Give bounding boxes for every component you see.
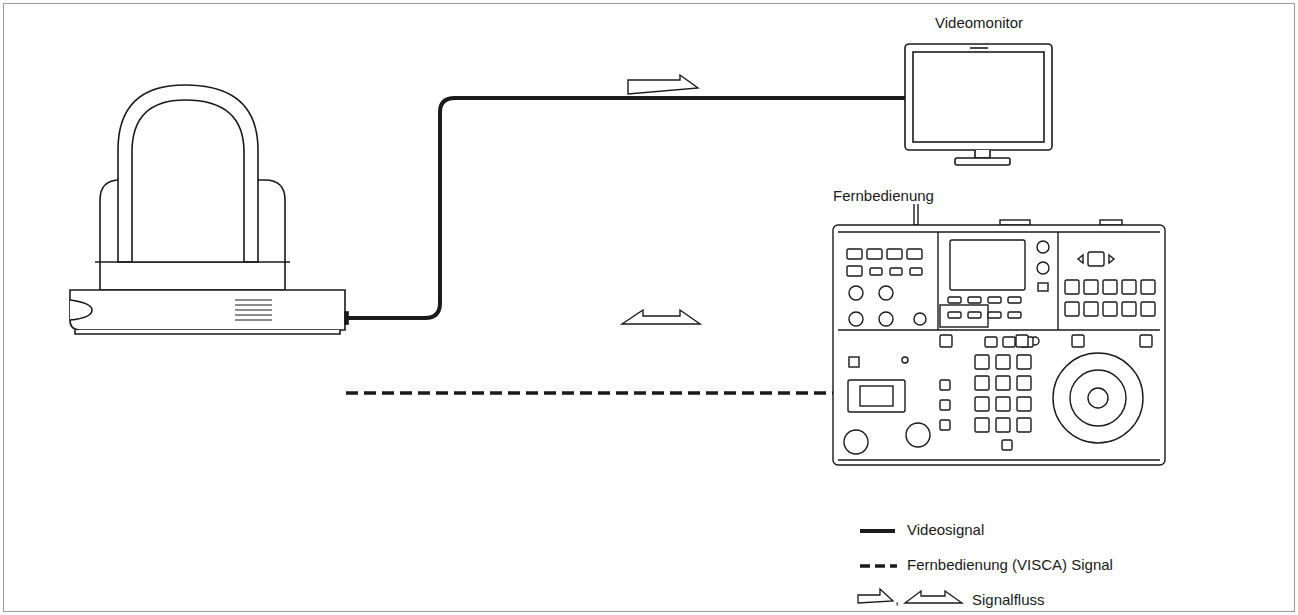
legend-text: Videosignal	[905, 521, 986, 538]
remote-button	[847, 266, 862, 276]
remote-button	[1122, 280, 1136, 294]
legend-flow-arrow	[858, 589, 893, 603]
remote-button	[988, 297, 1001, 303]
remote-button	[1003, 337, 1015, 347]
legend-solid-line	[860, 529, 895, 533]
video-cable	[346, 98, 905, 318]
remote-button	[948, 297, 961, 303]
remote-button	[1016, 335, 1028, 347]
remote-button	[907, 249, 922, 259]
remote-button	[975, 418, 989, 432]
legend-entry: Signalfluss	[970, 591, 1047, 608]
video-monitor: Videomonitor	[903, 42, 1054, 167]
legend-entry: Videosignal	[905, 521, 986, 538]
remote-button	[940, 400, 950, 410]
remote-button	[975, 397, 989, 411]
remote-button	[910, 268, 922, 275]
remote-button	[1017, 418, 1031, 432]
frame	[4, 4, 1295, 612]
remote-button	[988, 312, 1001, 318]
remote-controller: Fernbedienung	[831, 223, 1167, 467]
device-label: Videomonitor	[933, 14, 1025, 31]
remote-button	[985, 337, 997, 347]
remote-button	[1017, 376, 1031, 390]
remote-button	[870, 268, 882, 275]
remote-button	[948, 312, 961, 318]
remote-button	[940, 420, 950, 430]
flow-arrow-both	[622, 310, 700, 324]
remote-button	[887, 249, 902, 259]
remote-button	[890, 268, 902, 275]
remote-button	[996, 397, 1010, 411]
remote-button	[940, 335, 952, 347]
remote-button	[1084, 280, 1098, 294]
remote-button	[968, 312, 981, 318]
remote-button	[975, 376, 989, 390]
legend-dashed-line	[860, 564, 897, 568]
remote-button	[1017, 355, 1031, 369]
remote-button	[1122, 302, 1136, 316]
remote-button	[996, 355, 1010, 369]
video-monitor	[905, 44, 1052, 165]
remote-button	[1065, 302, 1079, 316]
remote-button	[847, 249, 862, 259]
remote-button	[1072, 335, 1084, 347]
remote-button	[1103, 302, 1117, 316]
remote-button	[1008, 297, 1021, 303]
ptz-camera	[70, 85, 348, 334]
remote-button	[1141, 280, 1155, 294]
remote-button	[968, 297, 981, 303]
remote-button	[996, 376, 1010, 390]
remote-controller	[833, 203, 1165, 465]
remote-button	[1008, 312, 1021, 318]
legend-entry: Fernbedienung (VISCA) Signal	[905, 556, 1115, 573]
remote-button	[1140, 335, 1152, 347]
remote-button	[975, 355, 989, 369]
remote-button	[940, 380, 950, 390]
flow-arrow	[628, 75, 698, 94]
remote-button	[867, 249, 882, 259]
separator-comma: ,	[895, 590, 899, 607]
remote-button	[996, 418, 1010, 432]
legend-text: Signalfluss	[970, 591, 1047, 608]
legend-flow-arrow-both	[905, 591, 962, 603]
remote-button	[1141, 302, 1155, 316]
remote-button	[1065, 280, 1079, 294]
device-label: Fernbedienung	[831, 187, 936, 204]
remote-button	[1002, 440, 1012, 450]
visca-cable	[346, 391, 833, 395]
remote-button	[1017, 397, 1031, 411]
remote-button	[1084, 302, 1098, 316]
remote-button	[1103, 280, 1117, 294]
legend-text: Fernbedienung (VISCA) Signal	[905, 556, 1115, 573]
